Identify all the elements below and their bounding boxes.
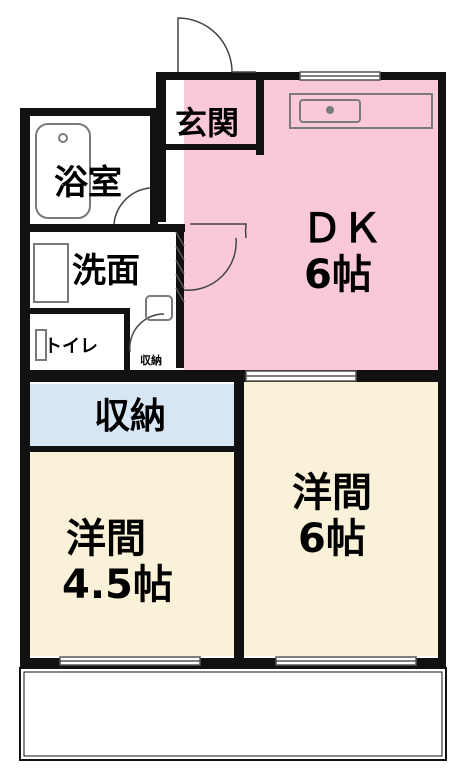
dk-room-lower xyxy=(184,238,194,370)
western-small-size-label: 4.5帖 xyxy=(62,562,173,608)
kitchen-counter xyxy=(289,93,433,129)
balcony-rail xyxy=(23,671,443,757)
balcony xyxy=(19,667,447,761)
western-room-small xyxy=(30,452,234,656)
storage-closet xyxy=(30,384,234,448)
windows xyxy=(59,71,417,666)
bathtub-icon xyxy=(35,123,91,219)
closet-hatch xyxy=(175,231,185,303)
wash-door-icon xyxy=(183,237,237,291)
doors xyxy=(113,17,256,353)
dk-name-label: ＤＫ xyxy=(302,206,382,252)
bath-door-icon xyxy=(113,187,151,225)
storage-main-label: 収納 xyxy=(94,396,166,437)
walls xyxy=(20,72,446,668)
western-large-size-label: 6帖 xyxy=(298,516,366,562)
storage-small-label: 収納 xyxy=(140,353,162,367)
western-large-name-label: 洋間 xyxy=(292,470,372,516)
dk-size-label: 6帖 xyxy=(304,252,372,298)
sink-icon xyxy=(145,295,173,321)
entrance-label: 玄関 xyxy=(175,104,239,142)
western-room-large xyxy=(242,380,438,656)
toilet-label: トイレ xyxy=(44,336,98,357)
front-door-icon xyxy=(177,17,233,73)
washing-machine-icon xyxy=(33,243,69,303)
entrance-door-icon xyxy=(190,223,247,239)
washroom-label: 洗面 xyxy=(72,251,140,291)
toilet-icon xyxy=(35,329,47,361)
western-small-name-label: 洋間 xyxy=(66,516,146,562)
toilet-door-icon xyxy=(129,313,165,353)
bath-label: 浴室 xyxy=(54,163,122,203)
